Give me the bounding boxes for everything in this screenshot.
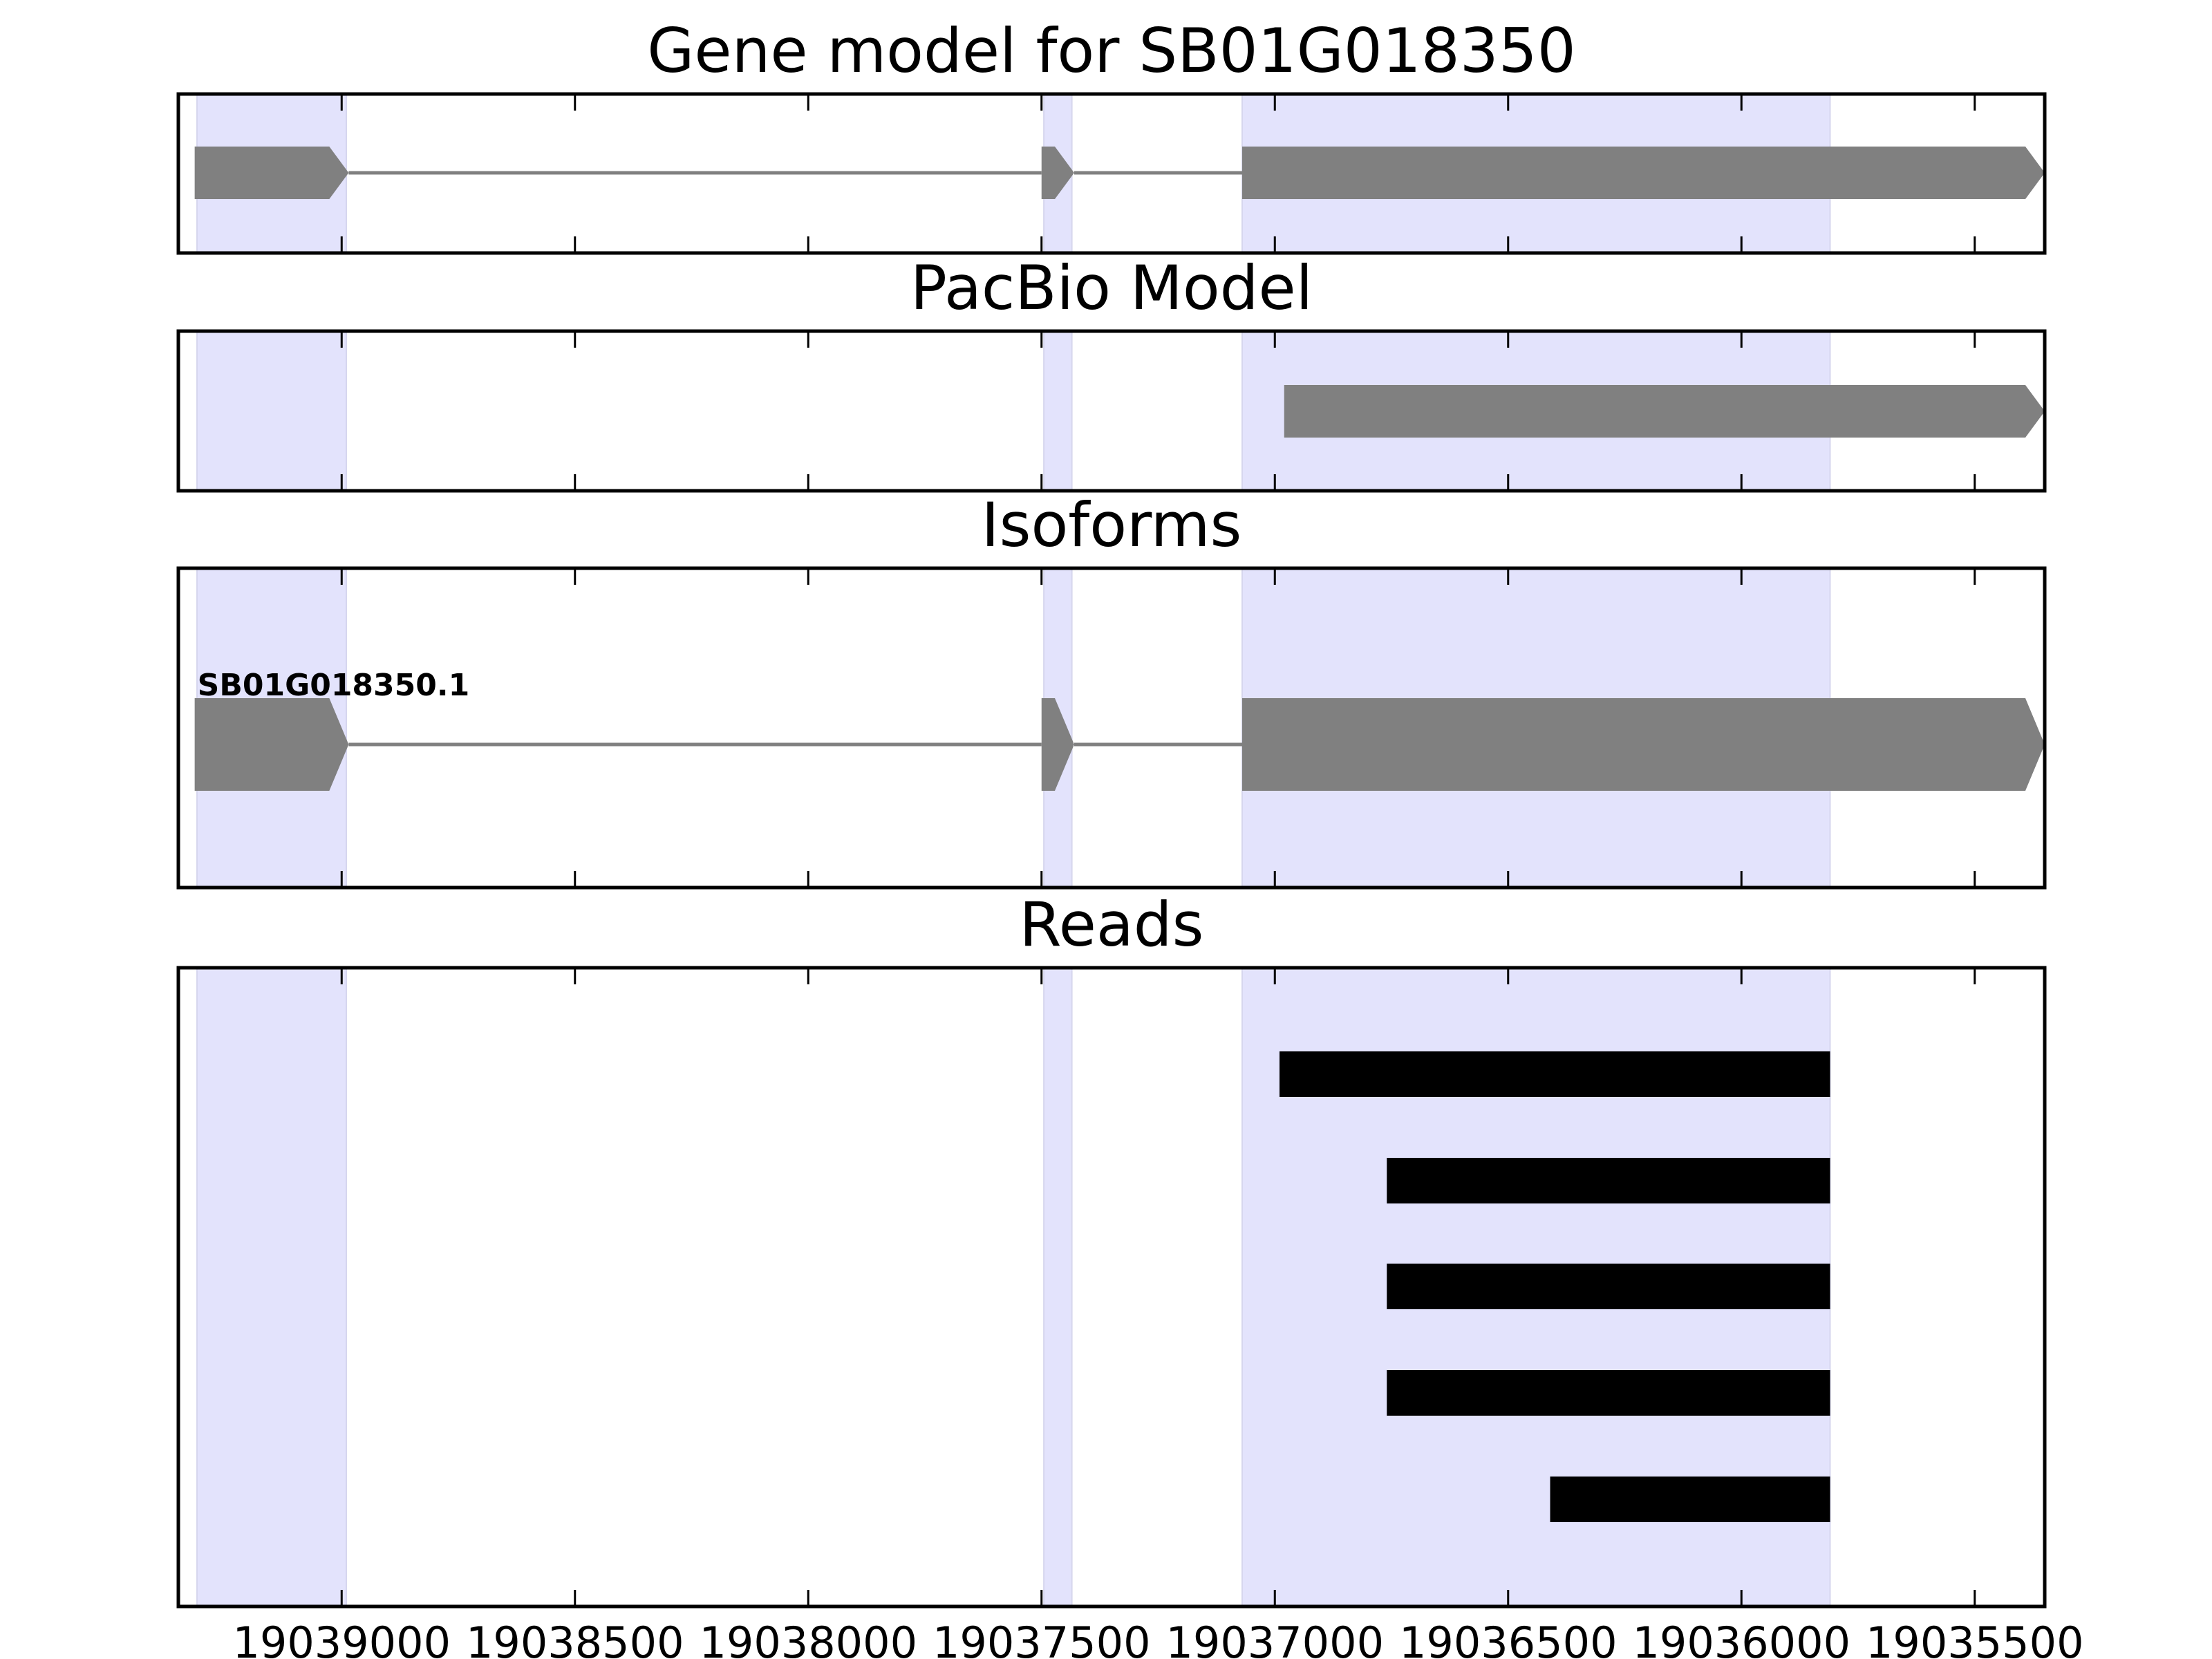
panel-2: PacBio Model bbox=[176, 252, 2047, 493]
panel-1: Gene model for SB01G018350 bbox=[176, 15, 2047, 255]
read-bar bbox=[1550, 1477, 1830, 1522]
x-tick-label: 19036000 bbox=[1632, 1618, 1850, 1659]
x-tick-label: 19039000 bbox=[232, 1618, 451, 1659]
panel-title: Isoforms bbox=[982, 489, 1242, 561]
panel-frame bbox=[176, 966, 2047, 1609]
isoform-exon bbox=[1242, 698, 2045, 791]
panel-frame bbox=[176, 566, 2047, 890]
panel-4: Reads bbox=[176, 889, 2047, 1609]
highlight-region bbox=[196, 967, 347, 1607]
gene-2-exon bbox=[1284, 385, 2045, 438]
x-tick-label: 19035500 bbox=[1866, 1618, 2084, 1659]
isoform-exon bbox=[1041, 698, 1074, 791]
x-tick-label: 19037500 bbox=[932, 1618, 1151, 1659]
read-bar bbox=[1280, 1051, 1830, 1097]
isoform-exon bbox=[194, 698, 349, 791]
highlight-region bbox=[1043, 330, 1073, 491]
panel-title: Gene model for SB01G018350 bbox=[647, 15, 1576, 86]
panel-frame bbox=[176, 329, 2047, 493]
x-axis-tick-labels: 19039000 19038500 19038000 19037500 19037000… bbox=[232, 1618, 2083, 1659]
gene-1-exon bbox=[1041, 147, 1074, 199]
read-bar bbox=[1387, 1158, 1830, 1203]
panel-frame bbox=[176, 92, 2047, 255]
x-tick-label: 19036500 bbox=[1399, 1618, 1618, 1659]
x-tick-label: 19037000 bbox=[1165, 1618, 1384, 1659]
x-tick-label: 19038000 bbox=[699, 1618, 917, 1659]
panel-title: PacBio Model bbox=[910, 252, 1313, 324]
panel-title: Reads bbox=[1020, 889, 1204, 960]
isoform-label: SB01G018350.1 bbox=[198, 668, 470, 703]
gene-1-exon bbox=[194, 147, 349, 199]
highlight-region bbox=[1043, 967, 1073, 1607]
read-bar bbox=[1387, 1264, 1830, 1309]
gene-1-exon bbox=[1242, 147, 2045, 199]
highlight-region bbox=[196, 330, 347, 491]
x-tick-label: 19038500 bbox=[466, 1618, 684, 1659]
read-bar bbox=[1387, 1370, 1830, 1416]
